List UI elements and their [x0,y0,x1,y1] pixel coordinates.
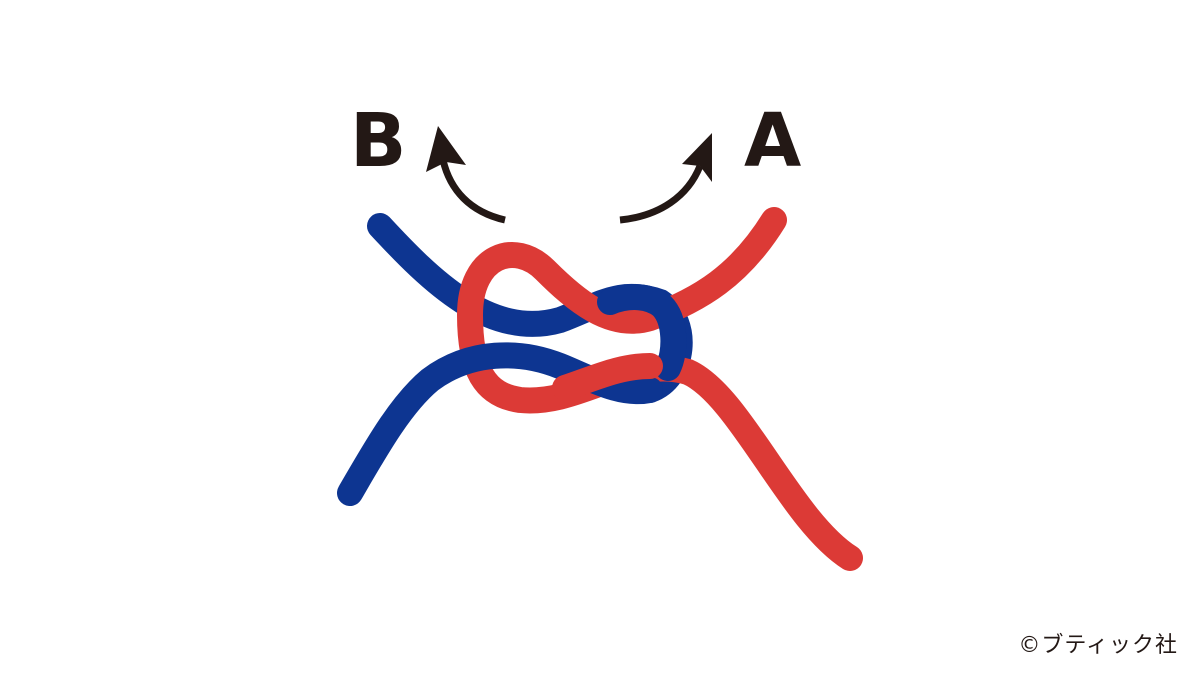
label-a: A [744,98,801,184]
arrow-a-shaft [619,164,704,224]
label-b: B [350,98,406,184]
arrow-b-head [426,126,466,172]
cord-a-path [456,207,863,571]
copyright-text: ©ブティック社 [1018,633,1178,658]
arrow-a-head [682,133,712,182]
arrow-b-shaft [439,159,506,224]
cord-a-over-crossing [552,353,663,401]
cord-b-over-crossing [597,284,687,381]
